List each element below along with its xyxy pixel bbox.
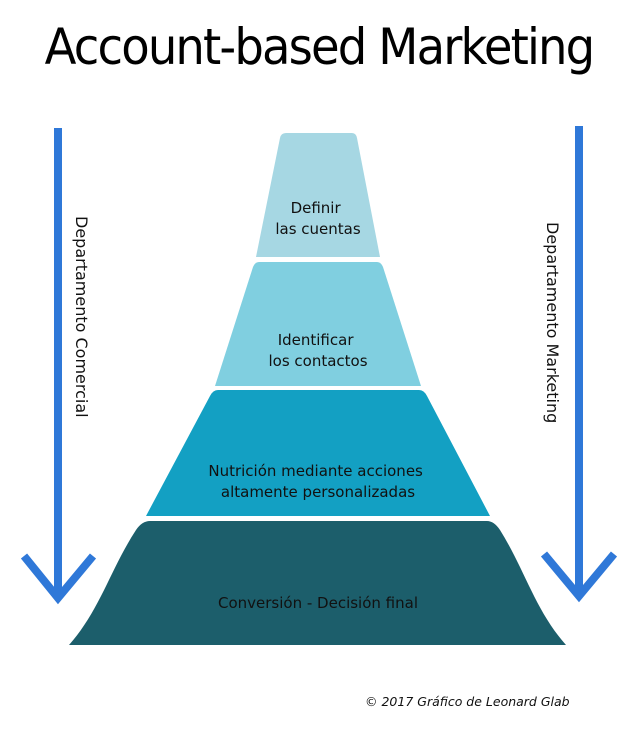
tier-1-shape xyxy=(256,133,380,257)
arrow-down-icon xyxy=(20,553,97,605)
tier-4-shape xyxy=(69,521,566,645)
tier-4-line-1: Conversión - Decisión final xyxy=(218,594,418,612)
left-arrow: Departamento Comercial xyxy=(20,128,97,605)
tier-2-line-2: los contactos xyxy=(268,352,367,370)
tier-2-line-1: Identificar xyxy=(278,331,355,349)
arrow-down-icon xyxy=(540,551,618,603)
right-arrow-label: Departamento Marketing xyxy=(543,222,562,423)
tier-3-shape xyxy=(146,390,490,516)
tier-1-line-1: Definir xyxy=(291,199,342,217)
diagram-title: Account-based Marketing xyxy=(44,18,596,76)
tier-3-label: Nutrición mediante acciones altamente pe… xyxy=(208,462,427,501)
tier-1-line-2: las cuentas xyxy=(275,220,361,238)
tier-3-line-2: altamente personalizadas xyxy=(221,483,415,501)
tier-3-line-1: Nutrición mediante acciones xyxy=(208,462,423,480)
tier-2-label: Identificar los contactos xyxy=(268,331,367,370)
right-arrow: Departamento Marketing xyxy=(540,126,618,603)
tier-2-shape xyxy=(215,262,421,386)
left-arrow-label: Departamento Comercial xyxy=(72,216,91,418)
tier-1-label: Definir las cuentas xyxy=(275,199,361,238)
copyright-credit: © 2017 Gráfico de Leonard Glab xyxy=(365,694,570,709)
tier-4-label: Conversión - Decisión final xyxy=(218,594,418,612)
